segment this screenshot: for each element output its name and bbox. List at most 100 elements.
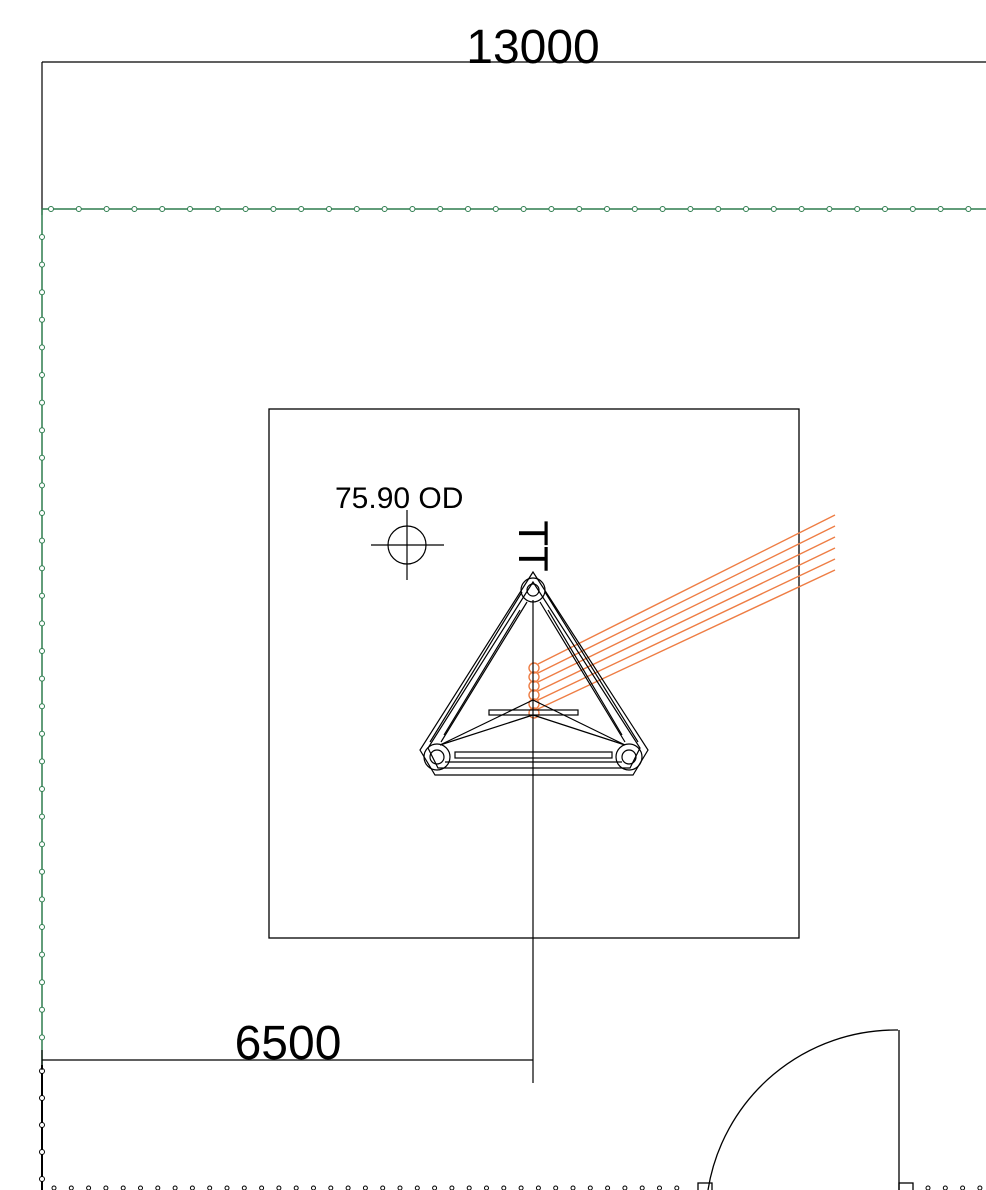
fence-post: [657, 1185, 662, 1190]
fence-post: [977, 1185, 983, 1190]
fence-post: [362, 1185, 368, 1190]
fence-post: [960, 1185, 966, 1190]
fence-post: [909, 206, 916, 212]
tower-left-member-1: [429, 591, 523, 743]
fence-post: [39, 565, 45, 572]
fence-post: [187, 206, 193, 212]
fence-post: [381, 206, 388, 212]
fence-post: [311, 1185, 316, 1190]
boundary-post: [39, 1095, 45, 1101]
fence-post: [639, 1185, 645, 1190]
fence-post: [604, 206, 610, 212]
fence-post: [39, 510, 45, 516]
fence-post: [68, 1185, 74, 1190]
fence-post: [39, 316, 45, 323]
fence-post: [103, 1185, 109, 1190]
fence-post: [298, 206, 305, 212]
fence-post: [214, 206, 221, 212]
fence-post: [276, 1185, 282, 1190]
cable-line: [537, 525, 836, 674]
tower-top-joint: [520, 577, 546, 603]
tower-inner-frame: [427, 580, 641, 769]
fence-post: [39, 675, 45, 682]
fence-post: [39, 454, 45, 461]
fence-post: [520, 206, 527, 212]
boundary-post: [39, 1176, 45, 1182]
boundary-post: [39, 1149, 45, 1155]
fence-post: [39, 813, 45, 820]
bottom-fence-posts: [51, 1185, 983, 1190]
fence-post: [39, 592, 45, 599]
tower-brace-lower-right: [532, 714, 626, 746]
tower-brace-right: [532, 699, 626, 746]
fence-post: [39, 1034, 45, 1041]
fence-post: [345, 1185, 351, 1190]
fence-post: [492, 206, 499, 212]
fence-post: [39, 372, 45, 378]
rotated-mark-label: TT: [510, 520, 557, 571]
tower-base: [419, 570, 649, 1083]
fence-post: [39, 427, 45, 434]
tower-right-member-1: [544, 591, 639, 743]
fence-post: [48, 206, 54, 212]
fence-post: [576, 206, 583, 212]
fence-post: [224, 1185, 230, 1190]
fence-post: [570, 1185, 576, 1190]
foundation-pad: [268, 408, 800, 939]
fence-post: [798, 206, 805, 212]
tower-right-joint-inner: [621, 749, 637, 765]
fence-post: [39, 786, 45, 792]
boundary-fence: [39, 206, 986, 1075]
fence-post: [39, 620, 45, 627]
fence-post: [103, 206, 110, 212]
cable-loop: [528, 671, 540, 683]
tower-right-member-2: [539, 601, 626, 743]
fence-post: [328, 1185, 334, 1190]
fence-post: [548, 206, 555, 212]
fence-post: [75, 206, 82, 212]
cable-loop: [528, 680, 540, 692]
fence-post: [587, 1185, 593, 1190]
cable-line: [537, 569, 836, 710]
fence-post: [39, 399, 45, 406]
fence-post: [39, 234, 45, 240]
fence-post: [138, 1185, 143, 1190]
fence-post: [155, 1185, 161, 1190]
tower-right-member-3: [547, 609, 623, 736]
cable-loop: [528, 698, 540, 710]
fence-post: [39, 730, 45, 737]
fence-post: [39, 1006, 45, 1013]
fence-post: [241, 1185, 247, 1190]
fence-post: [39, 703, 45, 710]
fence-post: [466, 1185, 472, 1190]
door-arc: [707, 1029, 899, 1190]
fence-post: [326, 206, 332, 212]
door-swing: [697, 1029, 914, 1190]
fence-post: [437, 206, 444, 212]
fence-post: [397, 1185, 403, 1190]
fence-post: [39, 758, 45, 765]
tower-brace-left: [439, 699, 534, 746]
fence-post: [242, 206, 249, 212]
fence-post: [687, 206, 694, 212]
fence-post: [39, 537, 45, 544]
fence-post: [39, 648, 45, 654]
tower-right-joint: [615, 743, 643, 771]
tower-left-member-3: [443, 609, 521, 736]
fence-post: [854, 206, 861, 212]
door-jamb-left: [697, 1182, 713, 1190]
fence-post: [51, 1185, 57, 1190]
level-marker-label: 75.90 OD: [335, 482, 463, 515]
cable-bundle: [528, 514, 836, 719]
fence-post: [518, 1185, 524, 1190]
fence-post: [39, 482, 45, 489]
cable-line: [537, 547, 836, 692]
level-marker-symbol: [371, 510, 444, 580]
cable-loop: [528, 662, 540, 674]
fence-post: [270, 206, 277, 212]
fence-post: [131, 206, 138, 212]
tower-outer-frame: [419, 570, 649, 776]
fence-post: [925, 1185, 931, 1190]
overall-dimension-label: 13000: [466, 21, 599, 74]
